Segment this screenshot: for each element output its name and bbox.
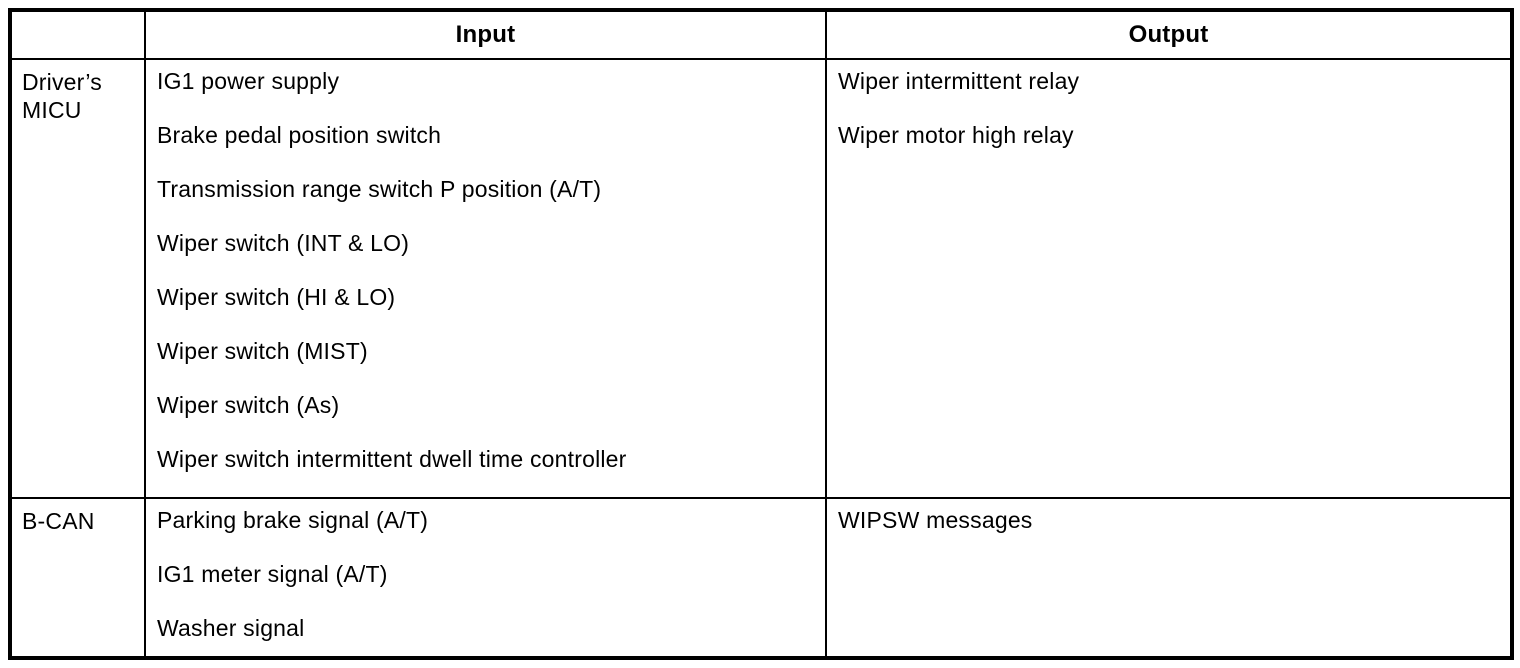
input-item: Washer signal bbox=[157, 615, 305, 641]
header-cell-input: Input bbox=[144, 9, 827, 60]
input-item: Wiper switch (INT & LO) bbox=[157, 230, 410, 256]
table-row-drivers-micu: Driver’s MICU IG1 power supply Brake ped… bbox=[9, 58, 1513, 499]
document-page: Input Output Driver’s MICU IG1 power sup… bbox=[8, 8, 1514, 660]
row-label-drivers-micu: Driver’s MICU bbox=[9, 58, 146, 499]
output-item: Wiper motor high relay bbox=[838, 122, 1074, 148]
row-label-b-can: B-CAN bbox=[9, 497, 146, 659]
input-item: Brake pedal position switch bbox=[157, 122, 442, 148]
input-item: Wiper switch (As) bbox=[157, 392, 340, 418]
output-cell-b-can: WIPSW messages bbox=[825, 497, 1513, 659]
output-item: WIPSW messages bbox=[838, 507, 1033, 533]
header-cell-blank bbox=[9, 9, 146, 60]
table-row-b-can: B-CAN Parking brake signal (A/T) IG1 met… bbox=[9, 497, 1513, 659]
input-item: IG1 power supply bbox=[157, 68, 340, 94]
input-item: Wiper switch (MIST) bbox=[157, 338, 368, 364]
input-item: Parking brake signal (A/T) bbox=[157, 507, 429, 533]
output-item: Wiper intermittent relay bbox=[838, 68, 1080, 94]
input-item: Wiper switch intermittent dwell time con… bbox=[157, 446, 627, 472]
input-item: Wiper switch (HI & LO) bbox=[157, 284, 396, 310]
header-cell-output: Output bbox=[825, 9, 1513, 60]
input-item: IG1 meter signal (A/T) bbox=[157, 561, 388, 587]
input-cell-b-can: Parking brake signal (A/T) IG1 meter sig… bbox=[144, 497, 827, 659]
output-cell-drivers-micu: Wiper intermittent relay Wiper motor hig… bbox=[825, 58, 1513, 499]
input-cell-drivers-micu: IG1 power supply Brake pedal position sw… bbox=[144, 58, 827, 499]
input-item: Transmission range switch P position (A/… bbox=[157, 176, 602, 202]
header-row: Input Output bbox=[9, 9, 1513, 60]
io-signal-table: Input Output Driver’s MICU IG1 power sup… bbox=[8, 8, 1514, 660]
